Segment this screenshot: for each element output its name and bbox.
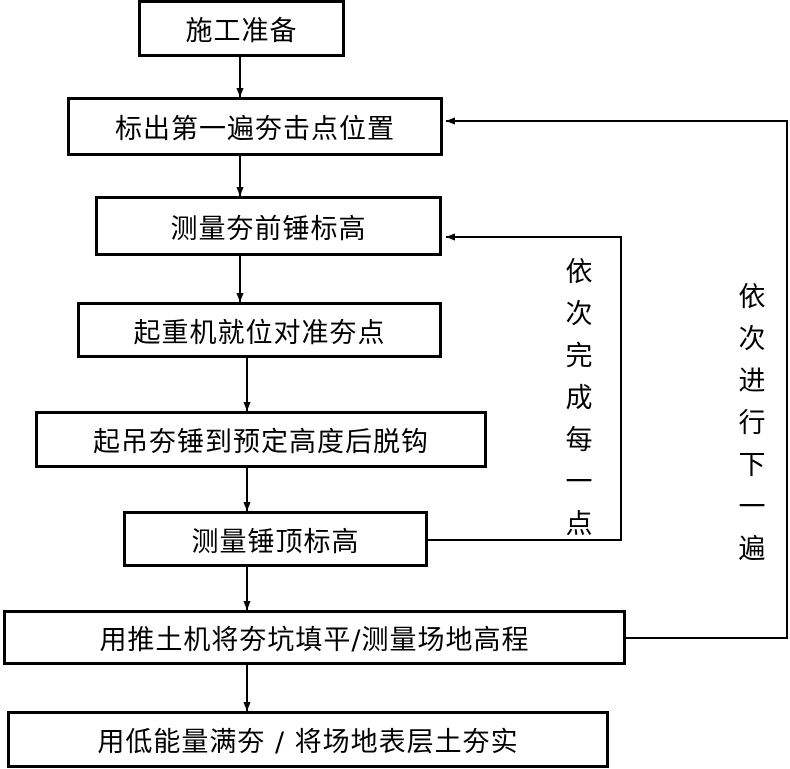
outer-loop-char: 一 [738, 492, 766, 523]
step-measure-top-elevation: 测量锤顶标高 [123, 511, 428, 567]
step-crane-position: 起重机就位对准夯点 [77, 302, 442, 358]
inner-loop-arrow [428, 233, 622, 541]
step-measure-pre-elevation: 测量夯前锤标高 [95, 196, 442, 256]
inner-loop-char: 成 [565, 383, 593, 414]
outer-loop-char: 行 [738, 408, 766, 439]
inner-loop-char: 每 [565, 425, 593, 456]
outer-loop-char: 进 [738, 366, 766, 397]
outer-loop-arrow [446, 117, 788, 639]
step-mark-points: 标出第一遍夯击点位置 [67, 97, 443, 156]
outer-loop-char: 遍 [738, 534, 766, 565]
inner-loop-char: 次 [565, 299, 593, 330]
inner-loop-char: 完 [565, 341, 593, 372]
inner-loop-char: 点 [565, 509, 593, 540]
outer-loop-char: 次 [738, 324, 766, 355]
inner-loop-label: 依 次 完 成 每 一 点 [561, 252, 597, 546]
outer-loop-label: 依 次 进 行 下 一 遍 [734, 277, 770, 571]
step-lift-release: 起吊夯锤到预定高度后脱钩 [35, 411, 487, 468]
step-prepare: 施工准备 [138, 0, 345, 57]
inner-loop-char: 依 [565, 257, 593, 288]
outer-loop-char: 依 [738, 282, 766, 313]
inner-loop-char: 一 [565, 467, 593, 498]
step-low-energy-tamp: 用低能量满夯 / 将场地表层土夯实 [7, 711, 609, 768]
step-backfill-measure: 用推土机将夯坑填平/测量场地高程 [3, 610, 626, 665]
outer-loop-char: 下 [738, 450, 766, 481]
